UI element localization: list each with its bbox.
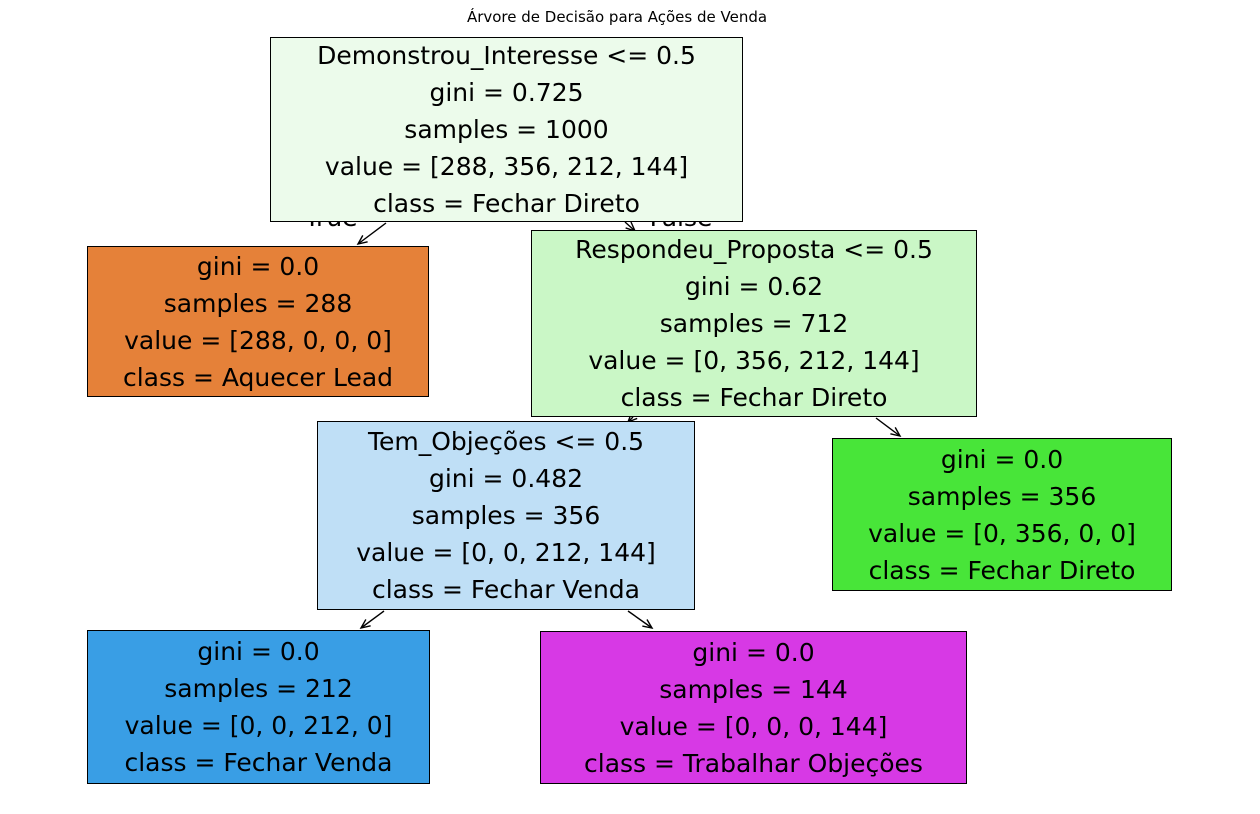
tree-node-root: Demonstrou_Interesse <= 0.5 gini = 0.725… bbox=[270, 37, 743, 222]
node-samples: samples = 356 bbox=[907, 481, 1097, 511]
tree-node-respondeu-proposta: Respondeu_Proposta <= 0.5 gini = 0.62 sa… bbox=[531, 230, 977, 417]
node-gini: gini = 0.62 bbox=[684, 272, 824, 301]
tree-leaf-fechar-direto: gini = 0.0 samples = 356 value = [0, 356… bbox=[832, 438, 1172, 591]
node-class: class = Aquecer Lead bbox=[122, 362, 394, 392]
node-gini: gini = 0.482 bbox=[428, 464, 584, 493]
node-class: class = Fechar Venda bbox=[371, 575, 640, 604]
node-samples: samples = 356 bbox=[411, 501, 601, 530]
node-gini: gini = 0.0 bbox=[197, 637, 320, 666]
node-gini: gini = 0.725 bbox=[429, 78, 584, 107]
node-class: class = Fechar Direto bbox=[373, 189, 640, 218]
node-value: value = [0, 356, 0, 0] bbox=[868, 518, 1136, 548]
node-gini: gini = 0.0 bbox=[692, 637, 815, 667]
node-split-condition: Demonstrou_Interesse <= 0.5 bbox=[317, 41, 696, 70]
edge-root-to-aquecer-lead bbox=[356, 222, 387, 246]
tree-node-tem-objecoes: Tem_Objeções <= 0.5 gini = 0.482 samples… bbox=[317, 421, 695, 610]
node-samples: samples = 212 bbox=[164, 674, 353, 703]
node-split-condition: Respondeu_Proposta <= 0.5 bbox=[575, 235, 933, 264]
tree-leaf-trabalhar-objecoes: gini = 0.0 samples = 144 value = [0, 0, … bbox=[540, 631, 967, 784]
node-samples: samples = 712 bbox=[659, 309, 849, 338]
node-class: class = Fechar Venda bbox=[124, 748, 393, 777]
node-value: value = [0, 0, 212, 144] bbox=[356, 538, 656, 567]
tree-leaf-aquecer-lead: gini = 0.0 samples = 288 value = [288, 0… bbox=[87, 246, 429, 397]
node-class: class = Fechar Direto bbox=[868, 555, 1136, 585]
edge-respondeu-to-fechar-direto bbox=[875, 417, 902, 438]
node-value: value = [0, 0, 0, 144] bbox=[619, 711, 888, 741]
tree-leaf-fechar-venda: gini = 0.0 samples = 212 value = [0, 0, … bbox=[87, 630, 430, 784]
node-value: value = [288, 356, 212, 144] bbox=[324, 152, 689, 181]
edge-root-to-respondeu bbox=[624, 221, 637, 233]
node-value: value = [0, 356, 212, 144] bbox=[588, 346, 920, 375]
node-samples: samples = 288 bbox=[163, 288, 353, 318]
node-class: class = Trabalhar Objeções bbox=[584, 748, 923, 778]
node-samples: samples = 1000 bbox=[404, 115, 609, 144]
node-class: class = Fechar Direto bbox=[620, 383, 888, 412]
edge-tem-objecoes-to-trabalhar-objecoes bbox=[627, 610, 654, 629]
edge-tem-objecoes-to-fechar-venda bbox=[359, 610, 385, 630]
node-samples: samples = 144 bbox=[659, 674, 848, 704]
node-split-condition: Tem_Objeções <= 0.5 bbox=[367, 427, 645, 456]
node-value: value = [0, 0, 212, 0] bbox=[124, 711, 393, 740]
node-value: value = [288, 0, 0, 0] bbox=[124, 325, 392, 355]
figure-title: Árvore de Decisão para Ações de Venda bbox=[466, 8, 768, 26]
node-gini: gini = 0.0 bbox=[940, 444, 1064, 474]
node-gini: gini = 0.0 bbox=[196, 251, 320, 281]
